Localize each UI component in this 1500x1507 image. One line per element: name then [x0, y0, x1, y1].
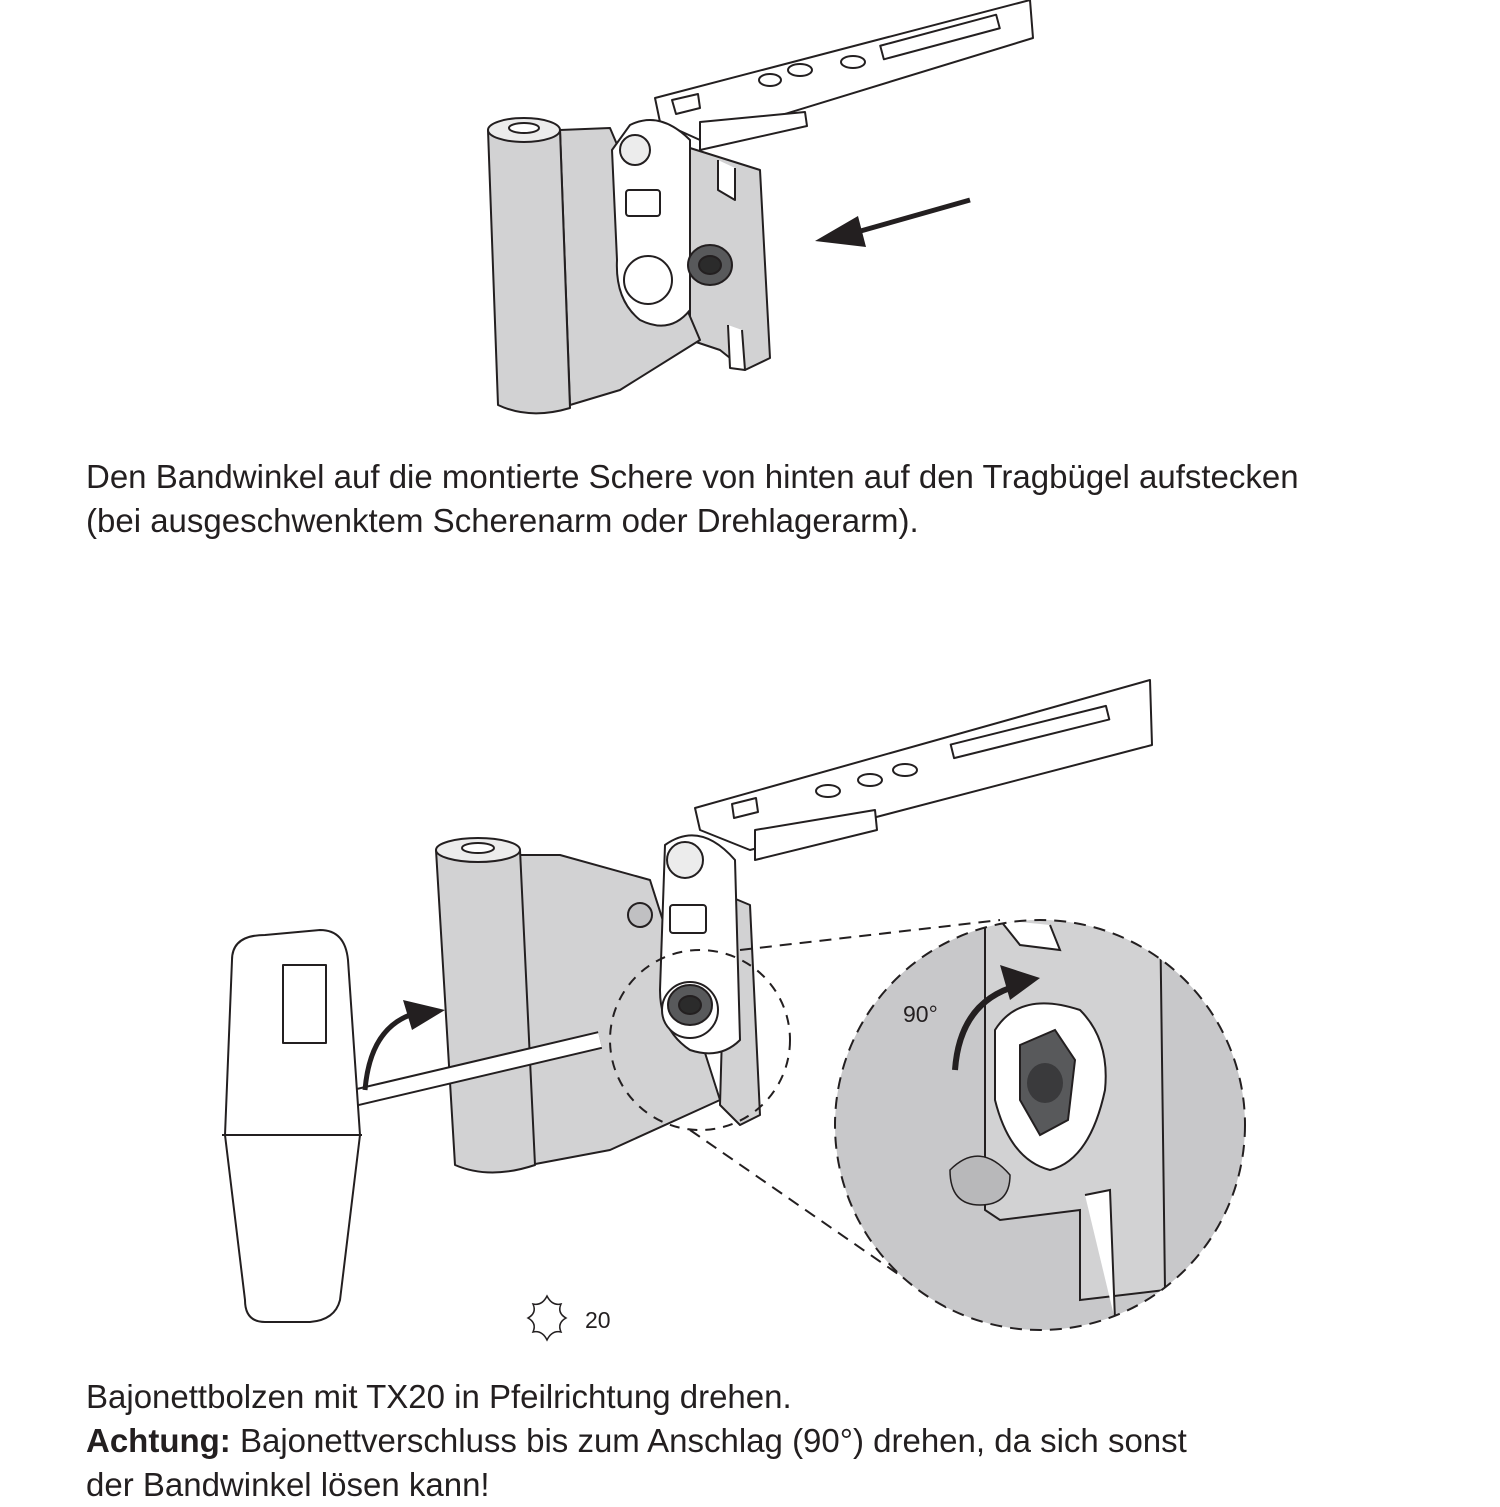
warning-label: Achtung: [86, 1422, 231, 1459]
figure-mount-hinge [487, 0, 1034, 415]
figure-rotate-bolt: 90° 20 [222, 679, 1246, 1342]
step2-caption-line3: der Bandwinkel lösen kann! [86, 1466, 490, 1503]
rotate-arrow [403, 1000, 445, 1030]
step2-caption: Bajonettbolzen mit TX20 in Pfeilrichtung… [86, 1375, 1466, 1507]
angle-label: 90° [903, 1001, 938, 1027]
step1-caption: Den Bandwinkel auf die montierte Schere … [86, 455, 1466, 543]
step1-caption-line2: (bei ausgeschwenktem Scherenarm oder Dre… [86, 502, 919, 539]
step2-caption-line2: Achtung: Bajonettverschluss bis zum Ansc… [86, 1419, 1466, 1463]
zoom-detail [835, 920, 1245, 1330]
insert-arrow [815, 216, 866, 247]
scissor-arm-2 [694, 679, 1153, 851]
step2-caption-line1: Bajonettbolzen mit TX20 in Pfeilrichtung… [86, 1378, 792, 1415]
tool-size-label: 20 [585, 1307, 611, 1333]
torx-icon [526, 1294, 568, 1342]
warning-text: Bajonettverschluss bis zum Anschlag (90°… [230, 1422, 1187, 1459]
rotate-90-arrow [1000, 965, 1040, 1000]
zoom-source-circle [609, 949, 791, 1131]
hinge-barrel [487, 129, 571, 415]
hinge-barrel-2 [435, 849, 536, 1174]
step1-caption-line1: Den Bandwinkel auf die montierte Schere … [86, 458, 1299, 495]
